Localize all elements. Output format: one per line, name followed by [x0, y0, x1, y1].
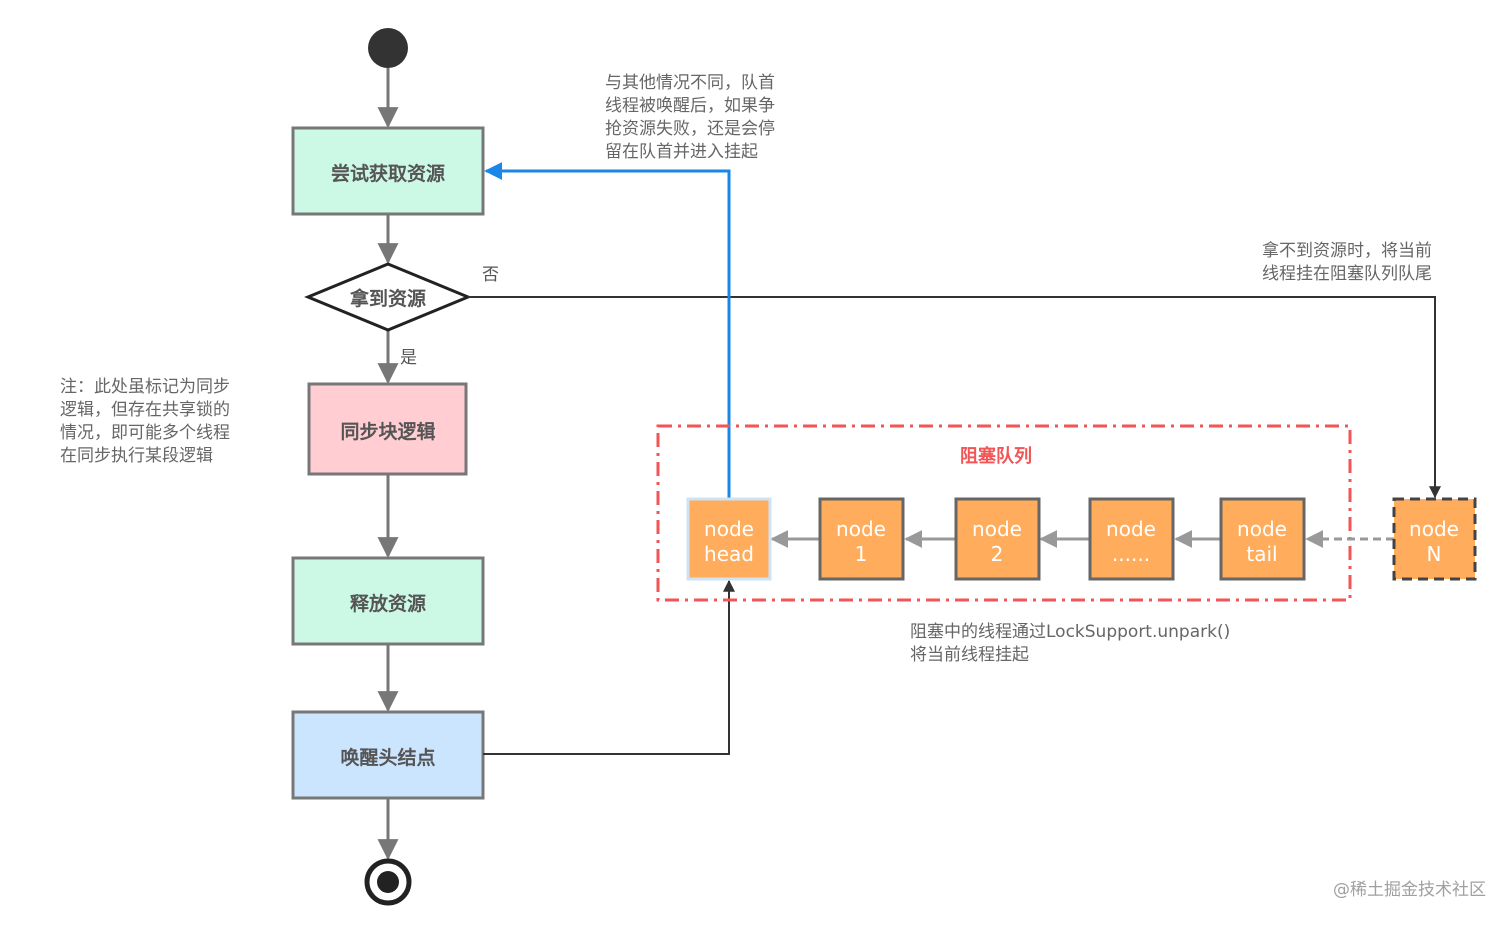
- decision-label: 拿到资源: [349, 287, 426, 310]
- queue-node-tail-line1: node: [1237, 517, 1287, 541]
- queue-node-2-line1: node: [972, 517, 1022, 541]
- note-shared-lock-line1: 注：此处虽标记为同步: [60, 377, 230, 397]
- note-head-retry-line4: 留在队首并进入挂起: [605, 142, 758, 162]
- note-head-retry-line2: 线程被唤醒后，如果争: [605, 96, 775, 116]
- queue-node-tail-line2: tail: [1246, 542, 1277, 566]
- decision-got-resource: 拿到资源: [304, 262, 472, 332]
- note-shared-lock-line3: 情况，即可能多个线程: [60, 423, 230, 443]
- note-enqueue-tail-line2: 线程挂在阻塞队列队尾: [1262, 264, 1432, 284]
- queue-node-1-line1: node: [836, 517, 886, 541]
- note-enqueue-tail-line1: 拿不到资源时，将当前: [1262, 240, 1432, 261]
- watermark: @稀土掘金技术社区: [1333, 880, 1486, 900]
- step-sync-logic: 同步块逻辑: [307, 382, 468, 476]
- queue-node-dots-line1: node: [1106, 517, 1156, 541]
- note-shared-lock: 注：此处虽标记为同步 逻辑，但存在共享锁的 情况，即可能多个线程 在同步执行某段…: [60, 377, 230, 466]
- blocking-queue-title: 阻塞队列: [960, 445, 1032, 467]
- note-head-retry-line3: 抢资源失败，还是会停: [605, 119, 775, 139]
- note-park-line2: 将当前线程挂起: [910, 645, 1029, 665]
- note-head-retry-line1: 与其他情况不同，队首: [605, 73, 775, 93]
- connector-wake-to-head: [483, 579, 735, 755]
- queue-node-head-line1: node: [704, 517, 754, 541]
- branch-no-label: 否: [482, 265, 499, 285]
- queue-node-n-line2: N: [1427, 542, 1442, 566]
- branch-yes-label: 是: [400, 348, 417, 368]
- queue-node-n: node N: [1392, 497, 1477, 581]
- queue-node-2-line2: 2: [991, 542, 1004, 566]
- note-enqueue-tail: 拿不到资源时，将当前 线程挂在阻塞队列队尾: [1262, 240, 1432, 284]
- connector-no-to-node-n: [468, 296, 1441, 499]
- step-sync-logic-label: 同步块逻辑: [340, 420, 435, 443]
- step-try-acquire-label: 尝试获取资源: [331, 162, 445, 185]
- note-park: 阻塞中的线程通过LockSupport.unpark() 将当前线程挂起: [910, 622, 1230, 665]
- queue-node-1: node 1: [818, 497, 905, 581]
- queue-node-head: node head: [686, 497, 772, 581]
- blocking-queue-frame: [656, 424, 1352, 602]
- queue-node-dots-line2: ......: [1112, 542, 1150, 566]
- step-try-acquire: 尝试获取资源: [291, 126, 485, 216]
- start-node: [368, 28, 408, 68]
- note-shared-lock-line2: 逻辑，但存在共享锁的: [60, 400, 230, 420]
- queue-node-head-line2: head: [704, 542, 754, 566]
- connector-head-retry: [484, 162, 731, 498]
- step-release: 释放资源: [291, 556, 485, 646]
- queue-node-tail: node tail: [1219, 497, 1306, 581]
- note-head-retry: 与其他情况不同，队首 线程被唤醒后，如果争 抢资源失败，还是会停 留在队首并进入…: [605, 73, 775, 162]
- queue-node-1-line2: 1: [855, 542, 868, 566]
- step-release-label: 释放资源: [350, 592, 426, 615]
- end-node: [364, 858, 412, 906]
- queue-node-2: node 2: [954, 497, 1041, 581]
- step-wake-head-label: 唤醒头结点: [340, 746, 435, 769]
- step-wake-head: 唤醒头结点: [291, 710, 485, 800]
- note-shared-lock-line4: 在同步执行某段逻辑: [60, 446, 213, 466]
- note-park-line1: 阻塞中的线程通过LockSupport.unpark(): [910, 622, 1230, 642]
- queue-node-dots: node ......: [1088, 497, 1175, 581]
- queue-node-n-line1: node: [1409, 517, 1459, 541]
